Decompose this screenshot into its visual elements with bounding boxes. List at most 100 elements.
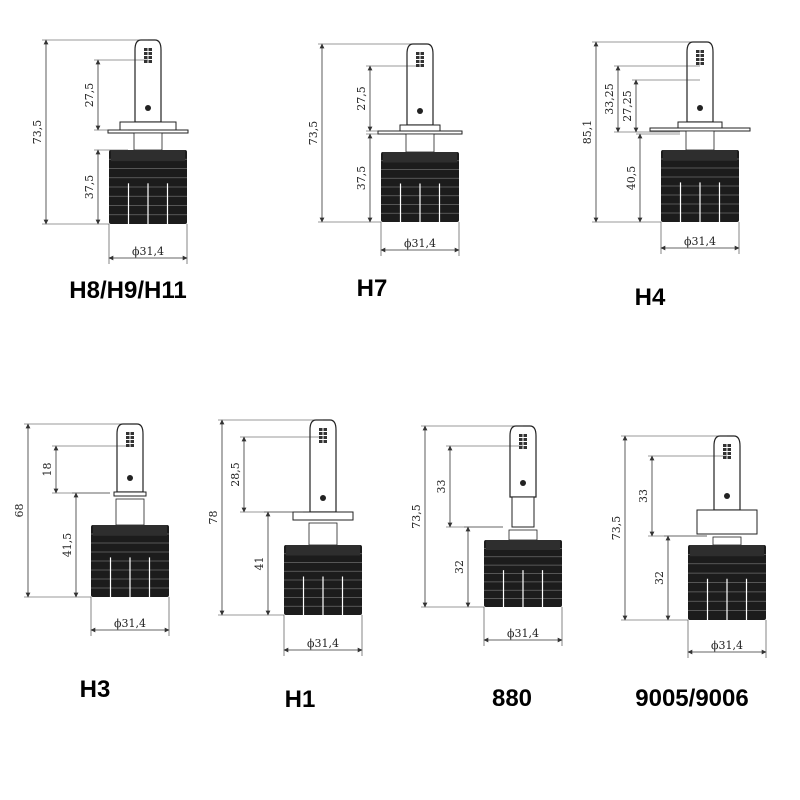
led-chip bbox=[416, 60, 420, 63]
diameter-label: ϕ31,4 bbox=[114, 617, 146, 630]
bulb-adapter bbox=[115, 498, 145, 526]
led-chip bbox=[519, 442, 523, 445]
led-chip bbox=[148, 56, 152, 59]
bulb-collar bbox=[696, 509, 758, 535]
bulb-model-label: 9005/9006 bbox=[635, 685, 748, 712]
head-rivet bbox=[520, 480, 526, 486]
led-chip bbox=[323, 428, 327, 431]
led-chip bbox=[696, 62, 700, 65]
dimension-label: 41 bbox=[253, 557, 266, 571]
led-chip bbox=[416, 56, 420, 59]
dimension-label: 32 bbox=[453, 560, 466, 574]
diameter-label: ϕ31,4 bbox=[507, 627, 539, 640]
bulb-model-label: H1 bbox=[285, 686, 316, 713]
led-chip bbox=[144, 56, 148, 59]
bulb-collar bbox=[677, 121, 723, 129]
led-chip bbox=[420, 52, 424, 55]
dimension-label: 40,5 bbox=[625, 166, 638, 191]
led-chip bbox=[523, 442, 527, 445]
led-chip bbox=[130, 444, 134, 447]
head-rivet bbox=[145, 105, 151, 111]
heatsink-top bbox=[663, 150, 737, 161]
led-head bbox=[116, 423, 144, 493]
led-chip bbox=[420, 56, 424, 59]
led-chip bbox=[700, 58, 704, 61]
dimension-label: 32 bbox=[653, 571, 666, 585]
led-head bbox=[309, 419, 337, 513]
dimension-label: 73,5 bbox=[307, 121, 320, 146]
led-chip bbox=[148, 52, 152, 55]
bulb-collar bbox=[113, 491, 147, 497]
led-head bbox=[509, 425, 537, 498]
dimension-label: 73,5 bbox=[31, 120, 44, 145]
dimension-label: 27,25 bbox=[621, 90, 634, 122]
heatsink-top bbox=[690, 545, 764, 557]
dimension-label: 68 bbox=[13, 504, 26, 518]
head-rivet bbox=[320, 495, 326, 501]
bulb-collar bbox=[292, 511, 354, 521]
led-chip bbox=[126, 440, 130, 443]
led-chip bbox=[727, 448, 731, 451]
bulb-flange bbox=[649, 127, 751, 132]
led-chip bbox=[696, 50, 700, 53]
bulb-6: 73,5 33 32 ϕ31,4 9005/9006 bbox=[610, 435, 767, 712]
heatsink-top bbox=[286, 545, 360, 556]
led-chip bbox=[319, 436, 323, 439]
dimension-label: 41,5 bbox=[61, 533, 74, 558]
led-chip bbox=[519, 446, 523, 449]
bulb-collar bbox=[119, 121, 177, 131]
bulb-collar bbox=[399, 124, 441, 132]
head-rivet bbox=[697, 105, 703, 111]
led-chip bbox=[144, 48, 148, 51]
diameter-label: ϕ31,4 bbox=[711, 639, 743, 652]
led-chip bbox=[319, 440, 323, 443]
dimension-label: 85,1 bbox=[581, 120, 594, 145]
bulb-model-label: 880 bbox=[492, 685, 532, 712]
led-chip bbox=[323, 432, 327, 435]
led-chip bbox=[144, 52, 148, 55]
dimension-label: 27,5 bbox=[355, 86, 368, 111]
led-head bbox=[713, 435, 741, 511]
heatsink-top bbox=[486, 540, 560, 551]
dimension-label: 37,5 bbox=[355, 166, 368, 191]
diameter-label: ϕ31,4 bbox=[132, 245, 164, 258]
led-head bbox=[686, 41, 714, 123]
head-rivet bbox=[724, 493, 730, 499]
bulb-1: 73,5 27,5 37,5 ϕ31,4H7 bbox=[307, 43, 463, 302]
dimension-label: 33 bbox=[637, 489, 650, 503]
led-chip bbox=[420, 64, 424, 67]
bulb-adapter bbox=[508, 529, 538, 541]
led-chip bbox=[519, 434, 523, 437]
head-rivet bbox=[417, 108, 423, 114]
bulb-collar bbox=[511, 496, 535, 528]
led-chip bbox=[723, 448, 727, 451]
led-chip bbox=[416, 64, 420, 67]
bulb-flange bbox=[377, 130, 463, 135]
dimension-label: 27,5 bbox=[83, 83, 96, 108]
bulb-adapter bbox=[405, 133, 435, 153]
diameter-label: ϕ31,4 bbox=[307, 637, 339, 650]
diameter-label: ϕ31,4 bbox=[404, 237, 436, 250]
bulb-flange bbox=[107, 129, 189, 134]
led-chip bbox=[319, 428, 323, 431]
dimension-label: 78 bbox=[207, 511, 220, 525]
bulb-model-label: H7 bbox=[357, 275, 388, 302]
led-chip bbox=[700, 54, 704, 57]
bulb-model-label: H8/H9/H11 bbox=[69, 277, 186, 304]
led-chip bbox=[523, 438, 527, 441]
heatsink-top bbox=[383, 152, 457, 163]
led-chip bbox=[130, 436, 134, 439]
led-chip bbox=[144, 60, 148, 63]
dimension-label: 73,5 bbox=[610, 516, 623, 541]
led-chip bbox=[148, 48, 152, 51]
dimension-label: 73,5 bbox=[410, 504, 423, 529]
led-chip bbox=[727, 456, 731, 459]
led-chip bbox=[700, 50, 704, 53]
led-chip bbox=[416, 52, 420, 55]
